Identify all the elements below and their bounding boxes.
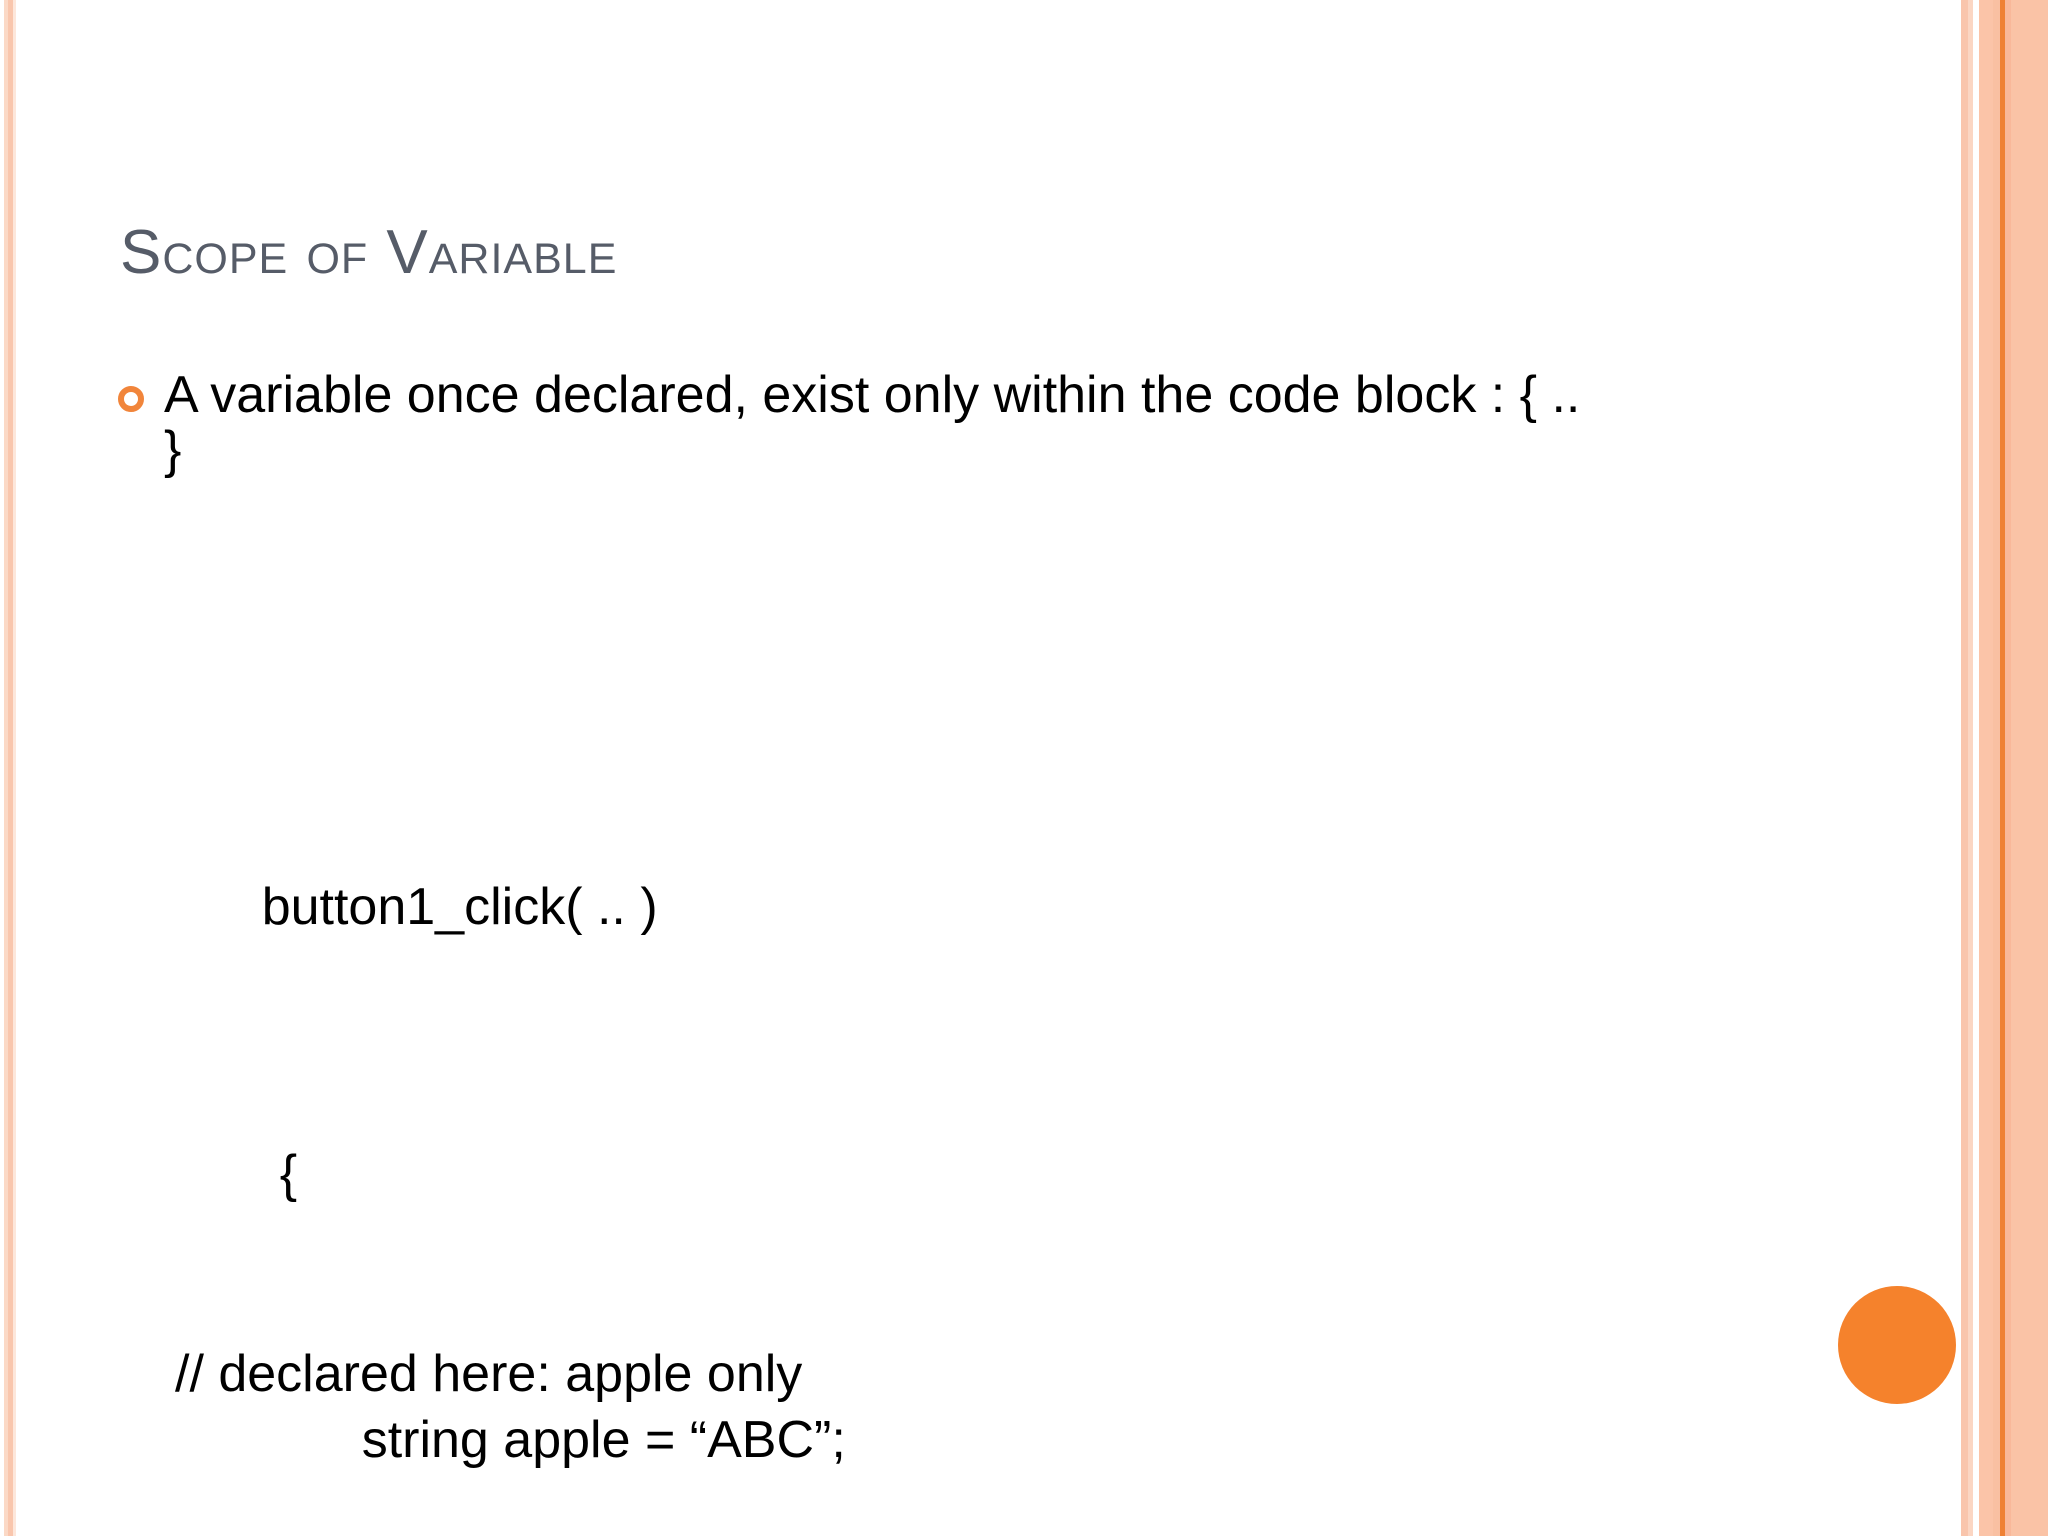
- right-border-stripe-6: [2011, 0, 2048, 1536]
- code-text: string apple = “ABC”;: [361, 1411, 846, 1470]
- code-text: {: [279, 1144, 298, 1203]
- code-comment: // declared here: apple only: [175, 1344, 803, 1403]
- code-line: button1_click( .. ): [175, 808, 846, 936]
- left-border-stripe-3: [13, 0, 16, 1536]
- left-border-stripe-1: [4, 0, 8, 1536]
- bullet-list-item: A variable once declared, exist only wit…: [118, 368, 1678, 477]
- bullet-item-label: A variable once declared, exist only wit…: [164, 366, 1581, 479]
- left-border-stripe-2: [8, 0, 13, 1536]
- right-border-stripe-5: [2005, 0, 2011, 1536]
- code-line: string apple = “ABC”; // declared here: …: [175, 1341, 846, 1470]
- code-block: button1_click( .. ) { string apple = “AB…: [175, 608, 846, 1536]
- hollow-circle-bullet-icon: [118, 386, 144, 412]
- slide-title: Scope of Variable: [120, 218, 618, 287]
- code-line: {: [175, 1074, 846, 1203]
- code-text: button1_click( .. ): [261, 878, 658, 937]
- right-border-stripe-4: [1993, 0, 2000, 1536]
- orange-circle-decoration: [1838, 1286, 1956, 1404]
- right-border-stripe-3: [1979, 0, 1993, 1536]
- right-border-stripe-2: [1968, 0, 1973, 1536]
- right-border-accent-stripe: [2000, 0, 2005, 1536]
- right-border-stripe-1: [1961, 0, 1968, 1536]
